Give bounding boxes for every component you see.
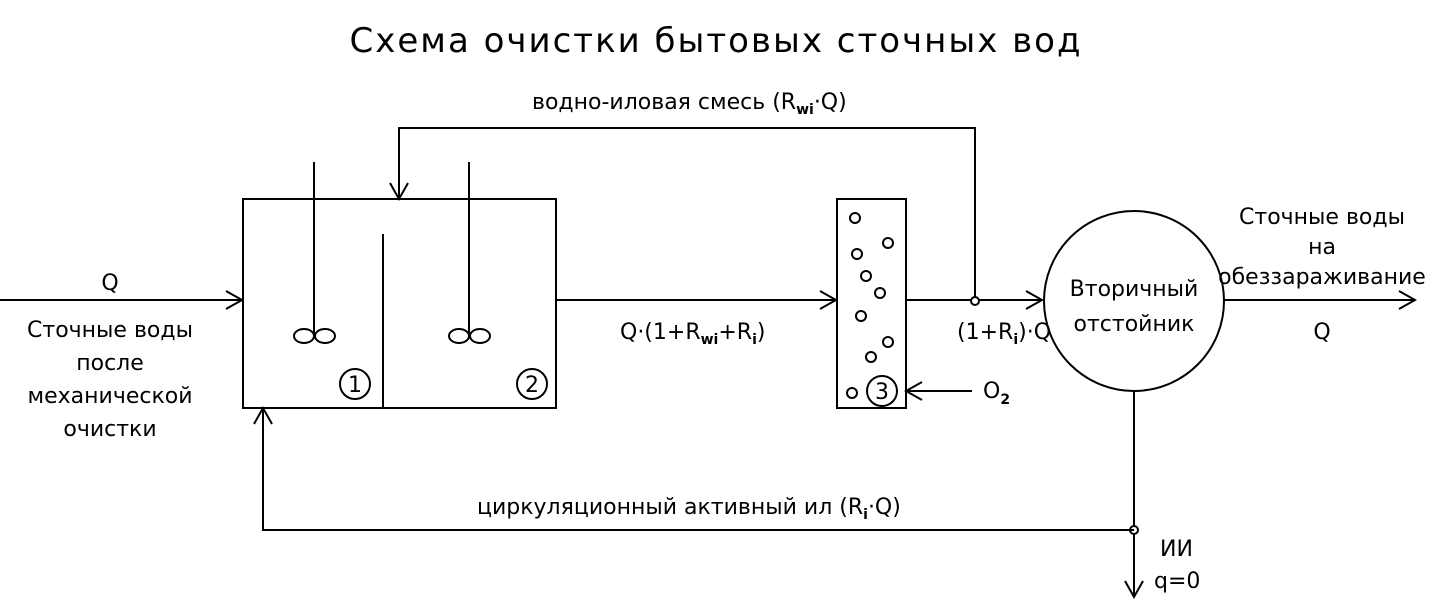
aerator-outlet-suffix: )·Q	[1018, 320, 1051, 345]
air-bubbles	[846, 212, 894, 399]
zone-2-marker	[516, 368, 548, 400]
outlet-desc-line-2: на	[1308, 235, 1336, 260]
aerator-outlet-arrowhead	[1025, 290, 1045, 310]
return-bottom-label: циркуляционный активный ил (Ri·Q)	[477, 495, 901, 523]
aerator-outlet-sub: i	[1013, 332, 1018, 348]
oxygen-label: O2	[983, 379, 1010, 408]
reactor-outlet-sub-wi: wi	[701, 332, 719, 348]
reactor-outlet-sub-i: i	[752, 332, 757, 348]
outlet-flow-label: Q	[1313, 320, 1330, 345]
reactor-tank	[242, 198, 557, 409]
return-line-top	[398, 127, 976, 297]
oxygen-arrowhead	[903, 381, 923, 401]
return-bottom-prefix: циркуляционный активный ил (R	[477, 495, 863, 520]
clarifier-label-line-1: Вторичный	[1070, 277, 1199, 302]
outlet-desc-line-3: обеззараживание	[1218, 265, 1426, 290]
inlet-desc-line-1: Сточные воды	[27, 318, 193, 343]
aerator-marker	[866, 375, 898, 407]
inlet-desc-line-3: механической	[28, 384, 193, 409]
return-bottom-arrowhead	[253, 405, 273, 425]
return-line-bottom	[262, 408, 1134, 531]
return-top-label: водно-иловая смесь (Rwi·Q)	[532, 90, 847, 118]
zone-1-label: 1	[348, 373, 362, 398]
return-top-suffix: ·Q)	[814, 90, 847, 115]
clarifier-label-line-2: отстойник	[1074, 312, 1195, 337]
return-bottom-sub: i	[863, 507, 868, 523]
split-junction-top	[970, 296, 980, 306]
aerator-column	[836, 198, 907, 409]
mixer-1-icon	[293, 162, 336, 344]
inlet-desc-line-4: очистки	[63, 417, 156, 442]
reactor-outlet-mid: +R	[718, 320, 752, 345]
reactor-outlet-suffix: )	[757, 320, 766, 345]
aerator-outlet-label: (1+Ri)·Q	[957, 320, 1051, 348]
inlet-desc-line-2: после	[76, 351, 144, 376]
inlet-flow-label: Q	[101, 271, 118, 296]
mixer-2-icon	[448, 162, 491, 344]
excess-sludge-label: ИИ	[1160, 537, 1193, 562]
diagram-title: Схема очистки бытовых сточных вод	[350, 21, 1083, 61]
aerator-outlet-prefix: (1+R	[957, 320, 1013, 345]
excess-sludge-arrowhead	[1124, 580, 1144, 600]
reactor-outlet-label: Q·(1+Rwi+Ri)	[620, 320, 765, 348]
return-top-sub: wi	[796, 102, 814, 118]
aerator-label: 3	[875, 380, 889, 405]
return-top-arrowhead	[389, 182, 409, 202]
return-bottom-suffix: ·Q)	[868, 495, 901, 520]
outlet-arrowhead	[1398, 290, 1418, 310]
oxygen-sub: 2	[1000, 392, 1010, 408]
return-top-prefix: водно-иловая смесь (R	[532, 90, 796, 115]
reactor-outlet-prefix: Q·(1+R	[620, 320, 701, 345]
zone-1-marker	[339, 368, 371, 400]
excess-sludge-flow: q=0	[1154, 569, 1200, 594]
zone-2-label: 2	[525, 373, 539, 398]
outlet-desc-line-1: Сточные воды	[1239, 205, 1405, 230]
oxygen-main: O	[983, 379, 1000, 404]
